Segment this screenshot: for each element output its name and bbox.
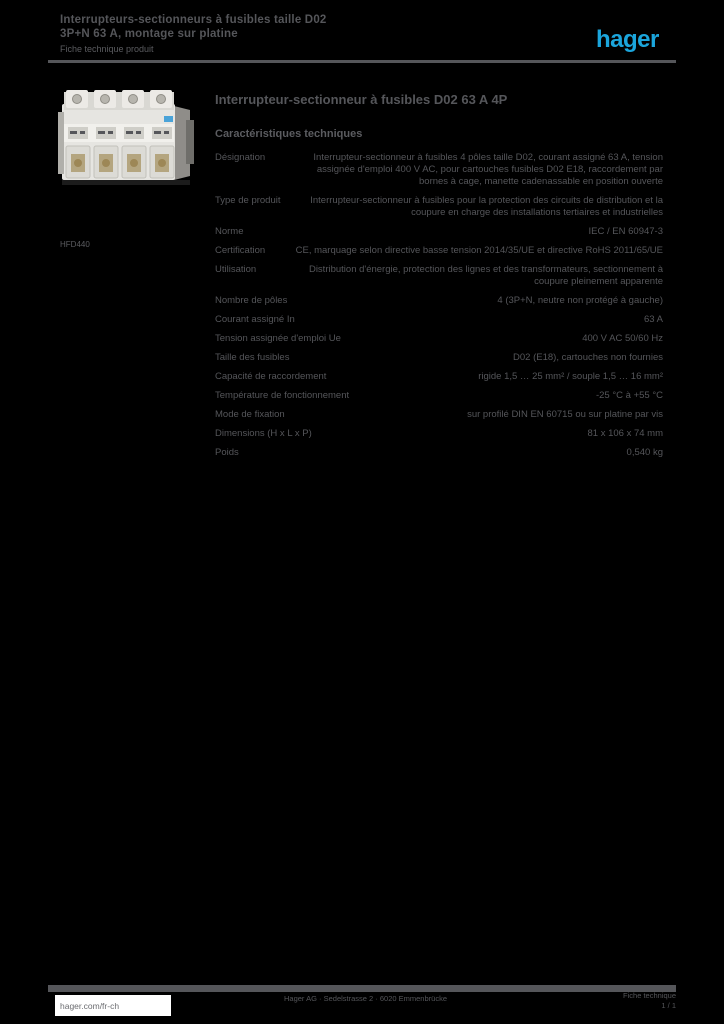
header-title-line1: Interrupteurs-sectionneurs à fusibles ta… bbox=[60, 14, 327, 26]
header: Interrupteurs-sectionneurs à fusibles ta… bbox=[60, 13, 327, 55]
spec-value: rigide 1,5 … 25 mm² / souple 1,5 … 16 mm… bbox=[478, 371, 663, 382]
spec-row: Nombre de pôles 4 (3P+N, neutre non prot… bbox=[215, 295, 663, 307]
spec-row: Poids 0,540 kg bbox=[215, 447, 663, 459]
spec-value: 63 A bbox=[643, 314, 663, 325]
spec-row: Taille des fusibles D02 (E18), cartouche… bbox=[215, 352, 663, 364]
spec-label: Norme bbox=[215, 226, 244, 237]
footer-doc-type: Fiche technique bbox=[623, 991, 676, 1000]
spec-row: Courant assigné In 63 A bbox=[215, 314, 663, 326]
spec-value: Interrupteur-sectionneur à fusibles pour… bbox=[310, 195, 663, 218]
spec-label: Nombre de pôles bbox=[215, 295, 288, 306]
spec-label: Mode de fixation bbox=[215, 409, 285, 420]
spec-value: 0,540 kg bbox=[626, 447, 663, 458]
footer-page-info: Fiche technique 1 / 1 bbox=[586, 991, 676, 1011]
product-photo bbox=[56, 86, 198, 190]
spec-label: Taille des fusibles bbox=[215, 352, 290, 363]
spec-row: Type de produit Interrupteur-sectionneur… bbox=[215, 195, 663, 219]
spec-value: D02 (E18), cartouches non fournies bbox=[513, 352, 663, 363]
spec-label: Utilisation bbox=[215, 264, 257, 275]
spec-row: Certification CE, marquage selon directi… bbox=[215, 245, 663, 257]
main-column: Interrupteur-sectionneur à fusibles D02 … bbox=[215, 92, 663, 466]
spec-row: Tension assignée d'emploi Ue 400 V AC 50… bbox=[215, 333, 663, 345]
spec-label: Courant assigné In bbox=[215, 314, 295, 325]
spec-label: Type de produit bbox=[215, 195, 281, 206]
header-title-line2: 3P+N 63 A, montage sur platine bbox=[60, 28, 238, 40]
spec-label: Tension assignée d'emploi Ue bbox=[215, 333, 341, 344]
product-reference-caption: HFD440 bbox=[60, 240, 90, 249]
footer-link-box[interactable]: hager.com/fr-ch bbox=[55, 995, 171, 1016]
spec-row: Température de fonctionnement -25 °C à +… bbox=[215, 390, 663, 402]
spec-value: 4 (3P+N, neutre non protégé à gauche) bbox=[497, 295, 663, 306]
footer-page-number: 1 / 1 bbox=[661, 1001, 676, 1010]
spec-row: Dimensions (H x L x P) 81 x 106 x 74 mm bbox=[215, 428, 663, 440]
spec-row: Capacité de raccordement rigide 1,5 … 25… bbox=[215, 371, 663, 383]
spec-value: Distribution d'énergie, protection des l… bbox=[308, 264, 663, 287]
spec-row: Norme IEC / EN 60947-3 bbox=[215, 226, 663, 238]
header-subtitle: Fiche technique produit bbox=[60, 44, 154, 54]
footer-link[interactable]: hager.com/fr-ch bbox=[60, 1000, 120, 1011]
product-title: Interrupteur-sectionneur à fusibles D02 … bbox=[215, 92, 508, 107]
spec-label: Température de fonctionnement bbox=[215, 390, 350, 401]
spec-label: Certification bbox=[215, 245, 266, 256]
spec-label: Désignation bbox=[215, 152, 266, 163]
spec-value: sur profilé DIN EN 60715 ou sur platine … bbox=[467, 409, 663, 420]
spec-value: -25 °C à +55 °C bbox=[595, 390, 663, 401]
spec-value: Interrupteur-sectionneur à fusibles 4 pô… bbox=[313, 152, 663, 187]
spec-row: Utilisation Distribution d'énergie, prot… bbox=[215, 264, 663, 288]
spec-table: Désignation Interrupteur-sectionneur à f… bbox=[215, 152, 663, 459]
spec-row: Mode de fixation sur profilé DIN EN 6071… bbox=[215, 409, 663, 421]
section-title: Caractéristiques techniques bbox=[215, 128, 363, 140]
hager-logo: hager bbox=[596, 26, 659, 53]
spec-value: IEC / EN 60947-3 bbox=[588, 226, 663, 237]
footer-address: Hager AG · Sedelstrasse 2 · 6020 Emmenbr… bbox=[284, 994, 447, 1003]
footer-divider bbox=[48, 985, 676, 992]
spec-row: Désignation Interrupteur-sectionneur à f… bbox=[215, 152, 663, 188]
spec-label: Poids bbox=[215, 447, 239, 458]
fuse-switch-image bbox=[58, 90, 194, 185]
spec-value: 400 V AC 50/60 Hz bbox=[582, 333, 663, 344]
spec-label: Dimensions (H x L x P) bbox=[215, 428, 312, 439]
spec-value: 81 x 106 x 74 mm bbox=[587, 428, 663, 439]
spec-label: Capacité de raccordement bbox=[215, 371, 327, 382]
header-divider bbox=[48, 60, 676, 63]
spec-value: CE, marquage selon directive basse tensi… bbox=[295, 245, 663, 256]
